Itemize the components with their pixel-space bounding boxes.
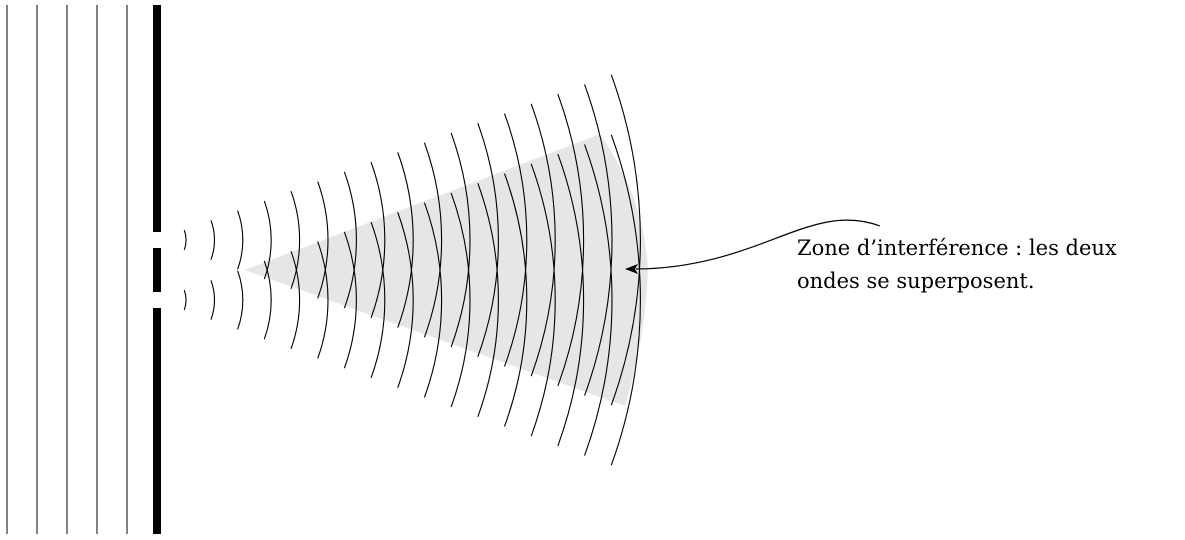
- interference-zone: [245, 134, 648, 406]
- wavefront-slit-2: [584, 144, 613, 456]
- wavefront-slit-1: [530, 103, 556, 377]
- wavefront-slit-2: [530, 163, 556, 437]
- wavefront-slit-1: [423, 142, 443, 338]
- wavefront-slit-1: [263, 200, 272, 280]
- arrowhead-icon: [625, 264, 638, 274]
- barrier-top: [153, 5, 161, 232]
- wavefront-slit-2: [263, 260, 272, 340]
- wavefront-slit-2: [610, 134, 641, 466]
- wavefront-slit-2: [317, 241, 329, 359]
- wavefront-slit-2: [503, 173, 528, 427]
- wavefront-slit-1: [503, 113, 528, 367]
- wavefront-slit-1: [557, 93, 585, 387]
- slit-barrier: [153, 5, 161, 534]
- annotation-arrow: [625, 219, 881, 274]
- annotation-label: Zone d’interférence : les deux ondes se …: [797, 232, 1117, 298]
- wavefront-slit-1: [584, 84, 613, 396]
- incident-plane-waves: [6, 5, 128, 534]
- wavefront-slit-1: [477, 123, 499, 357]
- wavefront-slit-1: [290, 191, 301, 289]
- wavefront-slit-2: [477, 183, 499, 417]
- wavefront-slit-2: [557, 153, 585, 447]
- wavefront-slit-2: [183, 289, 187, 311]
- wavefront-slit-2: [370, 221, 386, 379]
- wavefront-slit-2: [343, 231, 357, 369]
- arrow-curve: [635, 219, 881, 270]
- annotation-line-2: ondes se superposent.: [797, 269, 1035, 293]
- wavefront-slit-2: [237, 270, 244, 330]
- wavefront-slit-1: [210, 220, 215, 260]
- wavefront-slit-1: [370, 161, 386, 319]
- barrier-bottom: [153, 308, 161, 534]
- barrier-middle: [153, 248, 161, 292]
- annotation-line-1: Zone d’interférence : les deux: [797, 236, 1117, 260]
- wavefront-slit-1: [610, 74, 641, 406]
- wavefront-slit-2: [423, 202, 443, 398]
- wavefront-slit-2: [397, 212, 414, 388]
- wavefront-slit-1: [183, 229, 187, 251]
- diffracted-wavefronts: [183, 74, 641, 466]
- wavefront-slit-1: [450, 132, 471, 348]
- wavefront-slit-1: [237, 210, 244, 270]
- wavefront-slit-2: [210, 280, 215, 320]
- wavefront-slit-1: [397, 152, 414, 328]
- wavefront-slit-1: [317, 181, 329, 299]
- wavefront-slit-1: [343, 171, 357, 309]
- wavefront-slit-2: [290, 251, 301, 349]
- wavefront-slit-2: [450, 192, 471, 408]
